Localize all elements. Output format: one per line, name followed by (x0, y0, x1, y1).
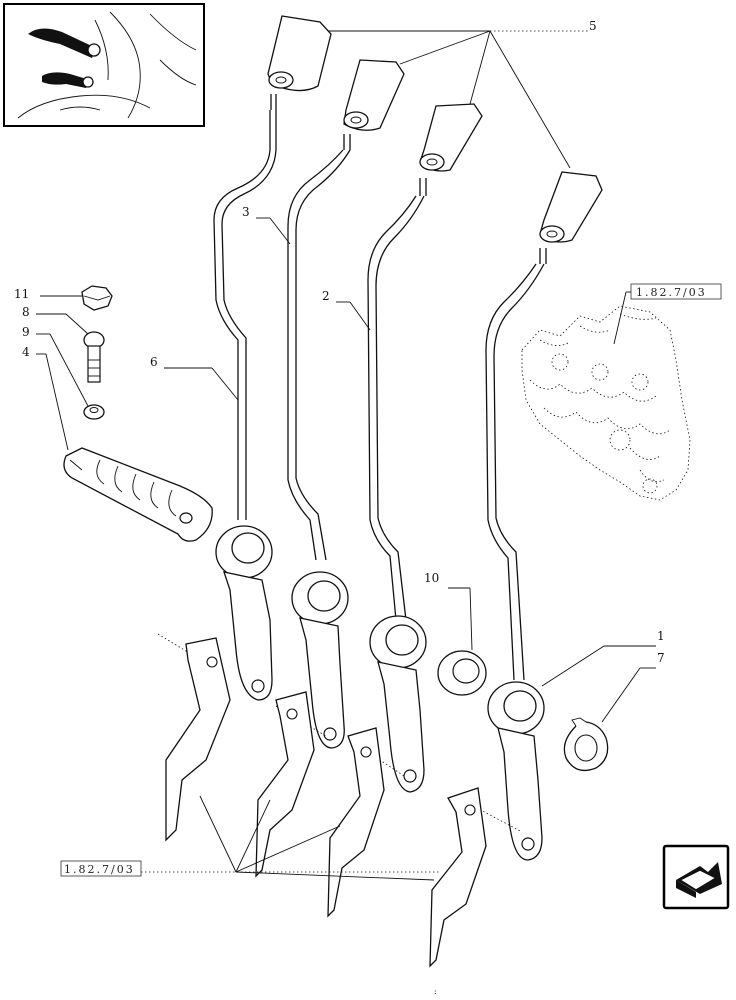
callout-3: 3 (242, 205, 291, 245)
callout-7: 7 (601, 651, 665, 723)
callout-5-label: 5 (589, 19, 597, 33)
lever-2 (367, 103, 483, 793)
washer-10 (437, 650, 487, 696)
pin-4 (63, 447, 213, 542)
valve-reference-label: 1.82.7/03 (636, 286, 707, 299)
callout-9-label: 9 (22, 325, 30, 339)
washer-9 (83, 404, 105, 420)
callout-5: 5 (326, 19, 597, 169)
next-page-arrow-icon[interactable] (662, 844, 730, 910)
callout-10-label: 10 (424, 571, 439, 585)
circlip-7 (563, 717, 609, 772)
callout-1-label: 1 (657, 629, 665, 643)
callout-2: 2 (322, 289, 371, 331)
bolt-8 (83, 331, 105, 383)
valve-assembly (521, 305, 691, 501)
callout-6: 6 (150, 355, 239, 401)
callout-8-label: 8 (22, 305, 30, 319)
callout-9: 9 (22, 325, 89, 407)
callout-4-label: 4 (22, 345, 30, 359)
callout-4: 4 (22, 345, 69, 451)
valve-reference[interactable]: 1.82.7/03 (613, 283, 722, 345)
callout-7-label: 7 (657, 651, 665, 665)
bracket-3 (327, 727, 405, 918)
thumbnail-icon[interactable] (3, 3, 205, 127)
lever-3 (287, 59, 405, 749)
callout-6-label: 6 (150, 355, 158, 369)
nut-11 (81, 285, 113, 311)
bracket-reference[interactable]: 1.82.7/03 (60, 795, 440, 881)
callout-10: 10 (424, 571, 473, 651)
lever-1 (485, 171, 603, 861)
page-mark: : (434, 987, 437, 996)
bracket-reference-label: 1.82.7/03 (64, 863, 135, 876)
bracket-4 (429, 787, 523, 968)
callout-2-label: 2 (322, 289, 330, 303)
callout-3-label: 3 (242, 205, 250, 219)
callout-1: 1 (541, 629, 665, 687)
callout-11: 11 (14, 287, 82, 301)
bracket-1 (157, 633, 231, 842)
callout-11-label: 11 (14, 287, 29, 301)
lever-6 (213, 15, 332, 701)
callout-8: 8 (22, 305, 89, 335)
bracket-2 (255, 691, 327, 878)
